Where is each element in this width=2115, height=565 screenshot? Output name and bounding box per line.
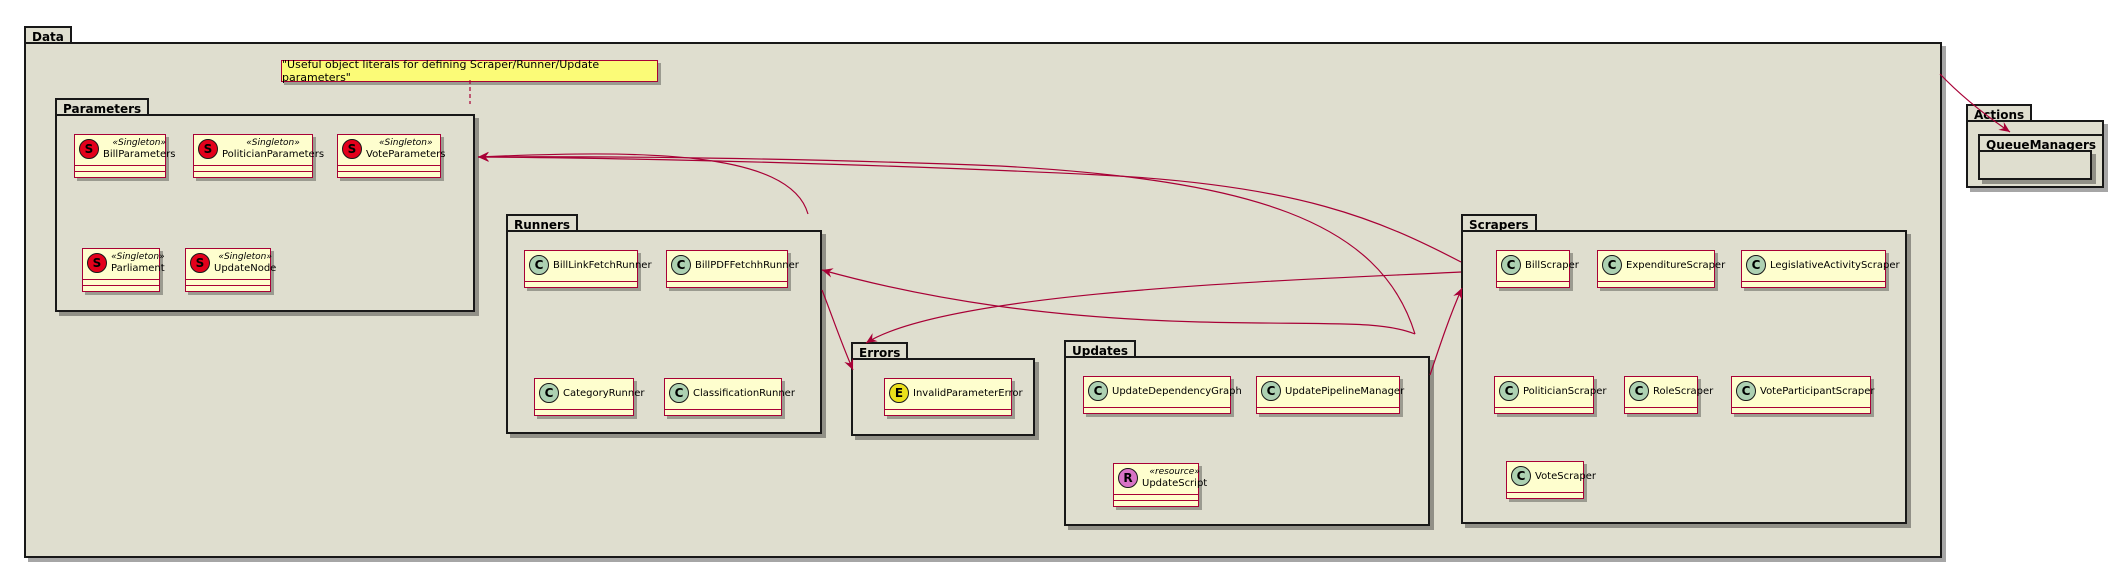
- class-name: PoliticianParameters: [222, 149, 325, 160]
- class-update-pipeline-manager[interactable]: C UpdatePipelineManager: [1256, 376, 1404, 414]
- class-name: Parliament: [111, 263, 165, 274]
- class-name: UpdatePipelineManager: [1285, 385, 1405, 397]
- class-update-node[interactable]: S «Singleton»UpdateNode: [185, 248, 276, 292]
- class-name: BillScraper: [1525, 259, 1579, 271]
- resource-icon: R: [1118, 468, 1138, 488]
- stereotype-label: «Singleton»: [111, 252, 165, 262]
- class-icon: C: [1261, 381, 1281, 401]
- singleton-icon: S: [198, 139, 218, 159]
- class-legislative-activity-scraper[interactable]: C LegislativeActivityScraper: [1741, 250, 1900, 288]
- class-bill-scraper[interactable]: C BillScraper: [1496, 250, 1579, 288]
- class-name: BillParameters: [103, 149, 176, 160]
- class-bill-pdf-fetch-runner[interactable]: C BillPDFFetchhRunner: [666, 250, 799, 288]
- package-data-label: Data: [24, 26, 72, 44]
- class-vote-participant-scraper[interactable]: C VoteParticipantScraper: [1731, 376, 1875, 414]
- class-icon: C: [1511, 466, 1531, 486]
- class-icon: C: [1602, 255, 1622, 275]
- singleton-icon: S: [190, 253, 210, 273]
- class-icon: C: [669, 383, 689, 403]
- class-name: ExpenditureScraper: [1626, 259, 1726, 271]
- package-queue-managers: QueueManagers: [1978, 134, 2105, 180]
- parameters-note: "Useful object literals for defining Scr…: [281, 58, 658, 84]
- class-politician-parameters[interactable]: S «Singleton»PoliticianParameters: [193, 134, 324, 178]
- stereotype-label: «Singleton»: [218, 252, 272, 262]
- class-politician-scraper[interactable]: C PoliticianScraper: [1494, 376, 1607, 414]
- class-vote-scraper[interactable]: C VoteScraper: [1506, 461, 1596, 499]
- class-name: VoteParticipantScraper: [1760, 385, 1875, 397]
- class-name: ClassificationRunner: [693, 387, 795, 399]
- stereotype-label: «Singleton»: [378, 138, 433, 148]
- singleton-icon: S: [87, 253, 107, 273]
- package-queue-managers-label: QueueManagers: [1978, 134, 2105, 152]
- class-name: CategoryRunner: [563, 387, 645, 399]
- package-scrapers-label: Scrapers: [1461, 214, 1537, 232]
- stereotype-label: «Singleton»: [112, 138, 166, 148]
- class-icon: C: [1629, 381, 1649, 401]
- singleton-icon: S: [79, 139, 99, 159]
- class-parliament[interactable]: S «Singleton»Parliament: [82, 248, 165, 292]
- class-vote-parameters[interactable]: S «Singleton»VoteParameters: [337, 134, 446, 178]
- class-name: RoleScraper: [1653, 385, 1714, 397]
- class-icon: C: [529, 255, 549, 275]
- class-role-scraper[interactable]: C RoleScraper: [1624, 376, 1713, 414]
- class-category-runner[interactable]: C CategoryRunner: [534, 378, 644, 416]
- enum-icon: E: [889, 383, 909, 403]
- class-icon: C: [539, 383, 559, 403]
- package-parameters-label: Parameters: [55, 98, 150, 116]
- class-name: LegislativeActivityScraper: [1770, 259, 1900, 271]
- class-icon: C: [1088, 381, 1108, 401]
- class-name: BillLinkFetchRunner: [553, 259, 652, 271]
- class-invalid-parameter-error[interactable]: E InvalidParameterError: [884, 378, 1023, 416]
- class-name: VoteScraper: [1535, 470, 1596, 482]
- stereotype-label: «resource»: [1149, 467, 1200, 477]
- class-bill-link-fetch-runner[interactable]: C BillLinkFetchRunner: [524, 250, 652, 288]
- class-icon: C: [1499, 381, 1519, 401]
- class-name: PoliticianScraper: [1523, 385, 1607, 397]
- class-name: InvalidParameterError: [913, 387, 1023, 399]
- class-name: UpdateDependencyGraph: [1112, 385, 1242, 397]
- class-bill-parameters[interactable]: S «Singleton»BillParameters: [74, 134, 175, 178]
- singleton-icon: S: [342, 139, 362, 159]
- stereotype-label: «Singleton»: [246, 138, 300, 148]
- package-updates-label: Updates: [1064, 340, 1137, 358]
- class-classification-runner[interactable]: C ClassificationRunner: [664, 378, 795, 416]
- class-name: VoteParameters: [366, 149, 446, 160]
- class-name: UpdateScript: [1142, 478, 1208, 489]
- class-update-script[interactable]: R «resource»UpdateScript: [1113, 463, 1207, 507]
- class-expenditure-scraper[interactable]: C ExpenditureScraper: [1597, 250, 1725, 288]
- class-icon: C: [1736, 381, 1756, 401]
- class-name: BillPDFFetchhRunner: [695, 259, 799, 271]
- class-update-dependency-graph[interactable]: C UpdateDependencyGraph: [1083, 376, 1242, 414]
- class-icon: C: [671, 255, 691, 275]
- class-name: UpdateNode: [214, 263, 277, 274]
- class-icon: C: [1746, 255, 1766, 275]
- class-icon: C: [1501, 255, 1521, 275]
